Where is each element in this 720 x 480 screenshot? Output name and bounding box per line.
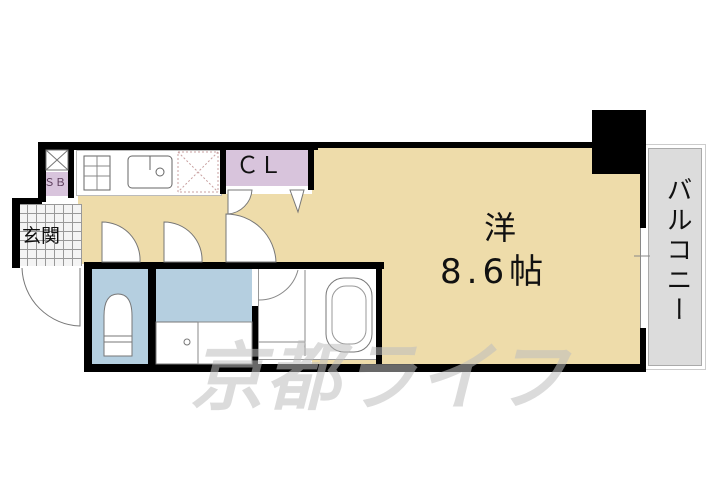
wall-bath-right — [376, 262, 382, 372]
wall-wet-left — [84, 262, 92, 372]
balcony-label: バルコニー — [662, 176, 692, 326]
entrance-label: 玄関 — [22, 225, 61, 247]
wall-top-room — [312, 142, 602, 148]
wall-closet-left — [220, 150, 226, 194]
wall-bath-left — [252, 306, 258, 368]
wall-entrance-top — [12, 198, 42, 204]
wall-top — [38, 142, 318, 150]
balcony-area — [644, 144, 706, 370]
wall-wet-top — [84, 262, 384, 269]
wall-toilet-right — [148, 262, 156, 372]
wall-entrance-left — [12, 198, 20, 268]
room-type-label: 洋 — [484, 209, 517, 247]
closet-area — [226, 148, 312, 186]
closet-label: ＣＬ — [236, 153, 282, 179]
pillar — [592, 110, 646, 174]
room-size-label: 8.6帖 — [440, 252, 549, 292]
wall-right-top — [640, 148, 646, 228]
window-sash — [640, 228, 645, 328]
wall-sb-right — [68, 150, 74, 198]
wall-bottom — [84, 364, 646, 372]
wall-right-bottom — [640, 328, 646, 372]
shoe-box-area — [42, 172, 70, 196]
wall-closet-right — [308, 142, 314, 190]
watermark: 京都ライフ — [190, 335, 570, 421]
wall-left-top — [38, 142, 46, 202]
shoe-box-label: ＳＢ — [44, 176, 66, 189]
entrance-floor — [18, 204, 82, 266]
